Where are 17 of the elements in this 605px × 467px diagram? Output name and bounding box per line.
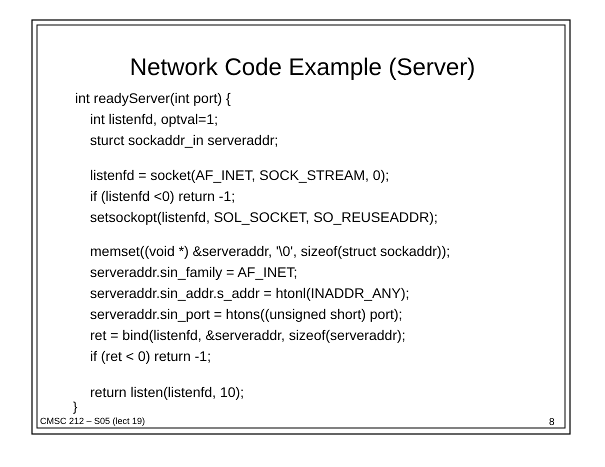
code-line: return listen(listenfd, 10); — [90, 385, 244, 399]
code-line: setsockopt(listenfd, SOL_SOCKET, SO_REUSEADDR); — [90, 210, 438, 224]
code-line: ret = bind(listenfd, &serveraddr, sizeof(serveraddr); — [90, 328, 406, 342]
code-line: if (ret < 0) return -1; — [90, 349, 211, 363]
code-line: int readyServer(int port) { — [75, 91, 231, 105]
slide-title: Network Code Example (Server) — [128, 56, 476, 80]
code-line: serveraddr.sin_family = AF_INET; — [90, 265, 298, 279]
code-line: memset((void *) &serveraddr, '\0', sizeof(struct sockaddr)); — [90, 244, 450, 258]
footer-text: CMSC 212 – S05 (lect 19) — [40, 417, 146, 426]
code-line: serveraddr.sin_addr.s_addr = htonl(INADDR_ANY); — [90, 286, 410, 300]
code-line: sturct sockaddr_in serveraddr; — [90, 133, 278, 147]
code-line: serveraddr.sin_port = htons((unsigned short) port); — [90, 307, 402, 321]
code-line: } — [73, 400, 78, 413]
code-line: int listenfd, optval=1; — [90, 112, 218, 126]
page-number: 8 — [549, 418, 555, 428]
code-line: if (listenfd <0) return -1; — [90, 189, 236, 203]
code-line: listenfd = socket(AF_INET, SOCK_STREAM, 0); — [90, 168, 390, 182]
